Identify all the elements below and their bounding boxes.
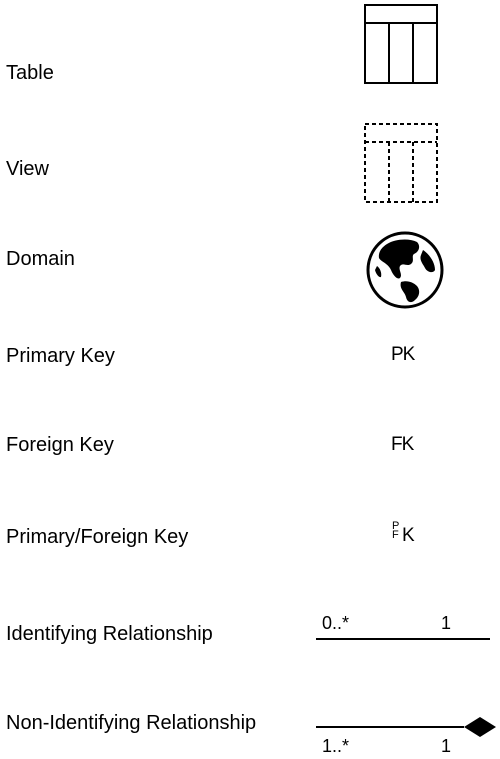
non-identifying-relationship-line bbox=[316, 717, 496, 737]
identifying-left-multiplicity: 0..* bbox=[322, 613, 350, 633]
table-label: Table bbox=[6, 62, 54, 84]
non-identifying-relationship-label: Non-Identifying Relationship bbox=[6, 712, 257, 734]
pfk-main-letter: K bbox=[402, 525, 415, 546]
domain-label: Domain bbox=[6, 248, 75, 270]
globe-icon bbox=[366, 231, 444, 309]
identifying-right-multiplicity: 1 bbox=[441, 613, 452, 633]
identifying-relationship-line bbox=[316, 638, 490, 640]
pfk-bottom-letter: F bbox=[392, 529, 399, 541]
primary-foreign-key-label: Primary/Foreign Key bbox=[6, 526, 189, 548]
non-identifying-left-multiplicity: 1..* bbox=[322, 736, 350, 756]
table-icon bbox=[364, 4, 438, 84]
foreign-key-label: Foreign Key bbox=[6, 434, 114, 456]
view-label: View bbox=[6, 158, 49, 180]
view-icon bbox=[364, 123, 438, 203]
diamond-icon bbox=[464, 717, 496, 737]
non-identifying-right-multiplicity: 1 bbox=[441, 736, 452, 756]
primary-foreign-key-stack: P F bbox=[392, 520, 400, 541]
primary-key-label: Primary Key bbox=[6, 345, 115, 367]
foreign-key-symbol: FK bbox=[391, 434, 414, 455]
primary-key-symbol: PK bbox=[391, 344, 415, 365]
pfk-top-letter: P bbox=[392, 520, 400, 532]
identifying-relationship-label: Identifying Relationship bbox=[6, 623, 213, 645]
